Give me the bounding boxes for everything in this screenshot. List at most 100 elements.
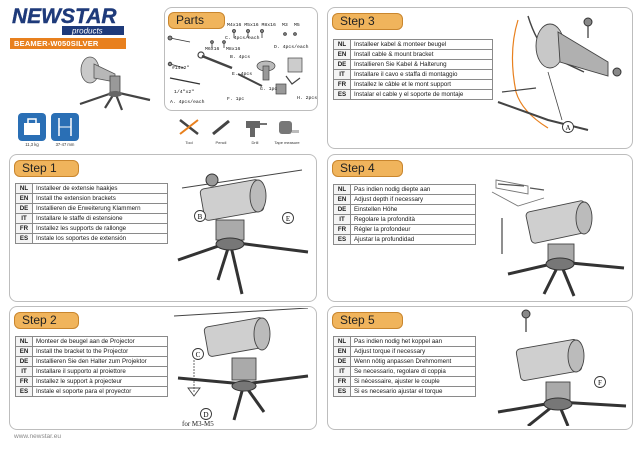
instruction-text: Installieren Sie den Halter zum Projekto… — [32, 356, 168, 367]
part-label-h: H. 2pcs — [297, 96, 318, 101]
tape-measure-label: Tape measure — [274, 140, 300, 145]
lang-code: NL — [15, 183, 33, 194]
step2-callout-c: C — [196, 351, 201, 359]
step1-title: Step 1 — [14, 160, 79, 177]
part-label-m8: M8x16 — [226, 47, 241, 52]
lang-code: EN — [333, 346, 351, 357]
step1-callout-e: E — [286, 215, 290, 223]
lang-code: ES — [15, 386, 33, 397]
part-label-m5: M5 — [294, 23, 300, 28]
instruction-text: Si es necesario ajustar el torque — [350, 386, 476, 397]
lang-code: ES — [15, 233, 33, 244]
part-label-a: A. 4pcs/each — [170, 100, 205, 105]
instruction-text: Installeer de extensie haakjes — [32, 183, 168, 194]
instruction-text: Pas indien nodig diepte aan — [350, 184, 476, 195]
instruction-text: Install the bracket to the Projector — [32, 346, 168, 357]
lang-code: FR — [15, 376, 33, 387]
step1-illustration: B E — [177, 169, 309, 295]
instruction-text: Adjust torque if necessary — [350, 346, 476, 357]
instruction-text: Installez le support à projecteur — [32, 376, 168, 387]
step4-illustration — [491, 179, 625, 297]
instruction-text: Installare le staffe di estensione — [32, 213, 168, 224]
drill-label: Drill — [251, 140, 259, 145]
parts-title: Parts — [168, 12, 225, 29]
lang-code: EN — [333, 49, 351, 60]
part-label-m4: M4x16 M5x16 M8x16 — [227, 23, 276, 28]
lang-code: DE — [15, 356, 33, 367]
logo-text: NEWSTAR — [12, 5, 117, 28]
step2-title: Step 2 — [14, 312, 79, 329]
part-label-e: E. 4pcs — [232, 72, 253, 77]
weight-icon — [18, 113, 46, 141]
lang-code: IT — [15, 366, 33, 377]
range-icon — [51, 113, 79, 141]
lang-code: IT — [15, 213, 33, 224]
weight-label: 11,3 kg — [25, 142, 39, 147]
instruction-text: Instale el soporte para el proyector — [32, 386, 168, 397]
instruction-text: Wenn nötig anpassen Drehmoment — [350, 356, 476, 367]
part-label-m3: M3 — [282, 23, 288, 28]
lang-code: IT — [333, 366, 351, 377]
lang-code: DE — [333, 204, 351, 215]
instruction-text: Install the extension brackets — [32, 193, 168, 204]
drill-icon — [246, 121, 267, 137]
instruction-text: Installare il supporto al proiettore — [32, 366, 168, 377]
instruction-text: Installieren die Erweiterung Klammern — [32, 203, 168, 214]
instruction-text: Installare il cavo e staffa di montaggio — [350, 69, 493, 80]
tool-label: Tool — [185, 140, 193, 145]
part-label-b: B. 4pcs — [230, 55, 251, 60]
part-label-size1: 1/4"x2" — [174, 90, 195, 95]
lang-code: NL — [15, 336, 33, 347]
instruction-text: Si nécessaire, ajuster le couple — [350, 376, 476, 387]
lang-code: ES — [333, 386, 351, 397]
step3-illustration: A — [497, 15, 622, 133]
step3-title: Step 3 — [332, 13, 403, 30]
pencil-icon — [212, 119, 230, 136]
part-label-m6: M6x16 — [205, 47, 220, 52]
instruction-text: Régler la profondeur — [350, 224, 476, 235]
step3-callout-a: A — [565, 124, 570, 132]
lang-code: ES — [333, 89, 351, 100]
instruction-text: Ajustar la profundidad — [350, 234, 476, 245]
pencil-label: Pencil — [215, 140, 227, 145]
lang-code: DE — [15, 203, 33, 214]
lang-code: FR — [15, 223, 33, 234]
instruction-text: Installez les supports de rallonge — [32, 223, 168, 234]
part-label-d: D. 4pcs/each — [274, 45, 309, 50]
instruction-text: Installez le câble et le mont support — [350, 79, 493, 90]
footer-url[interactable]: www.newstar.eu — [14, 433, 61, 440]
part-label-size2: #14x2" — [172, 66, 190, 71]
step4-title: Step 4 — [332, 160, 403, 177]
range-label: 37-47 mm — [55, 142, 75, 147]
part-label-g: G. 1pc — [260, 87, 278, 92]
step2-note: for M3-M5 — [182, 420, 214, 428]
tool-icon — [179, 119, 199, 135]
